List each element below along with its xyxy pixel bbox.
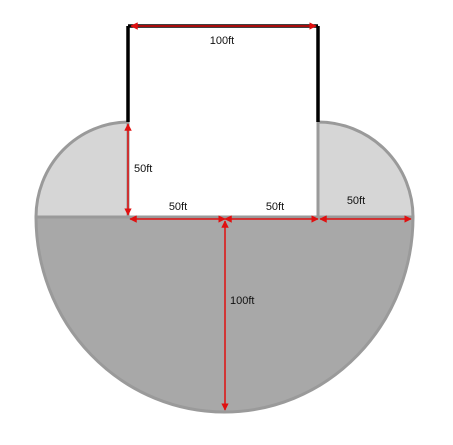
right-half-base-label: 50ft <box>266 201 284 213</box>
left-half-base-label: 50ft <box>169 201 187 213</box>
right-radius-label: 50ft <box>347 195 365 207</box>
big-radius-label: 100ft <box>230 295 254 307</box>
left-quarter-circle-region <box>34 120 130 219</box>
left-height-label: 50ft <box>134 163 152 175</box>
right-quarter-circle-region <box>316 120 415 219</box>
top-width-label: 100ft <box>210 35 234 47</box>
